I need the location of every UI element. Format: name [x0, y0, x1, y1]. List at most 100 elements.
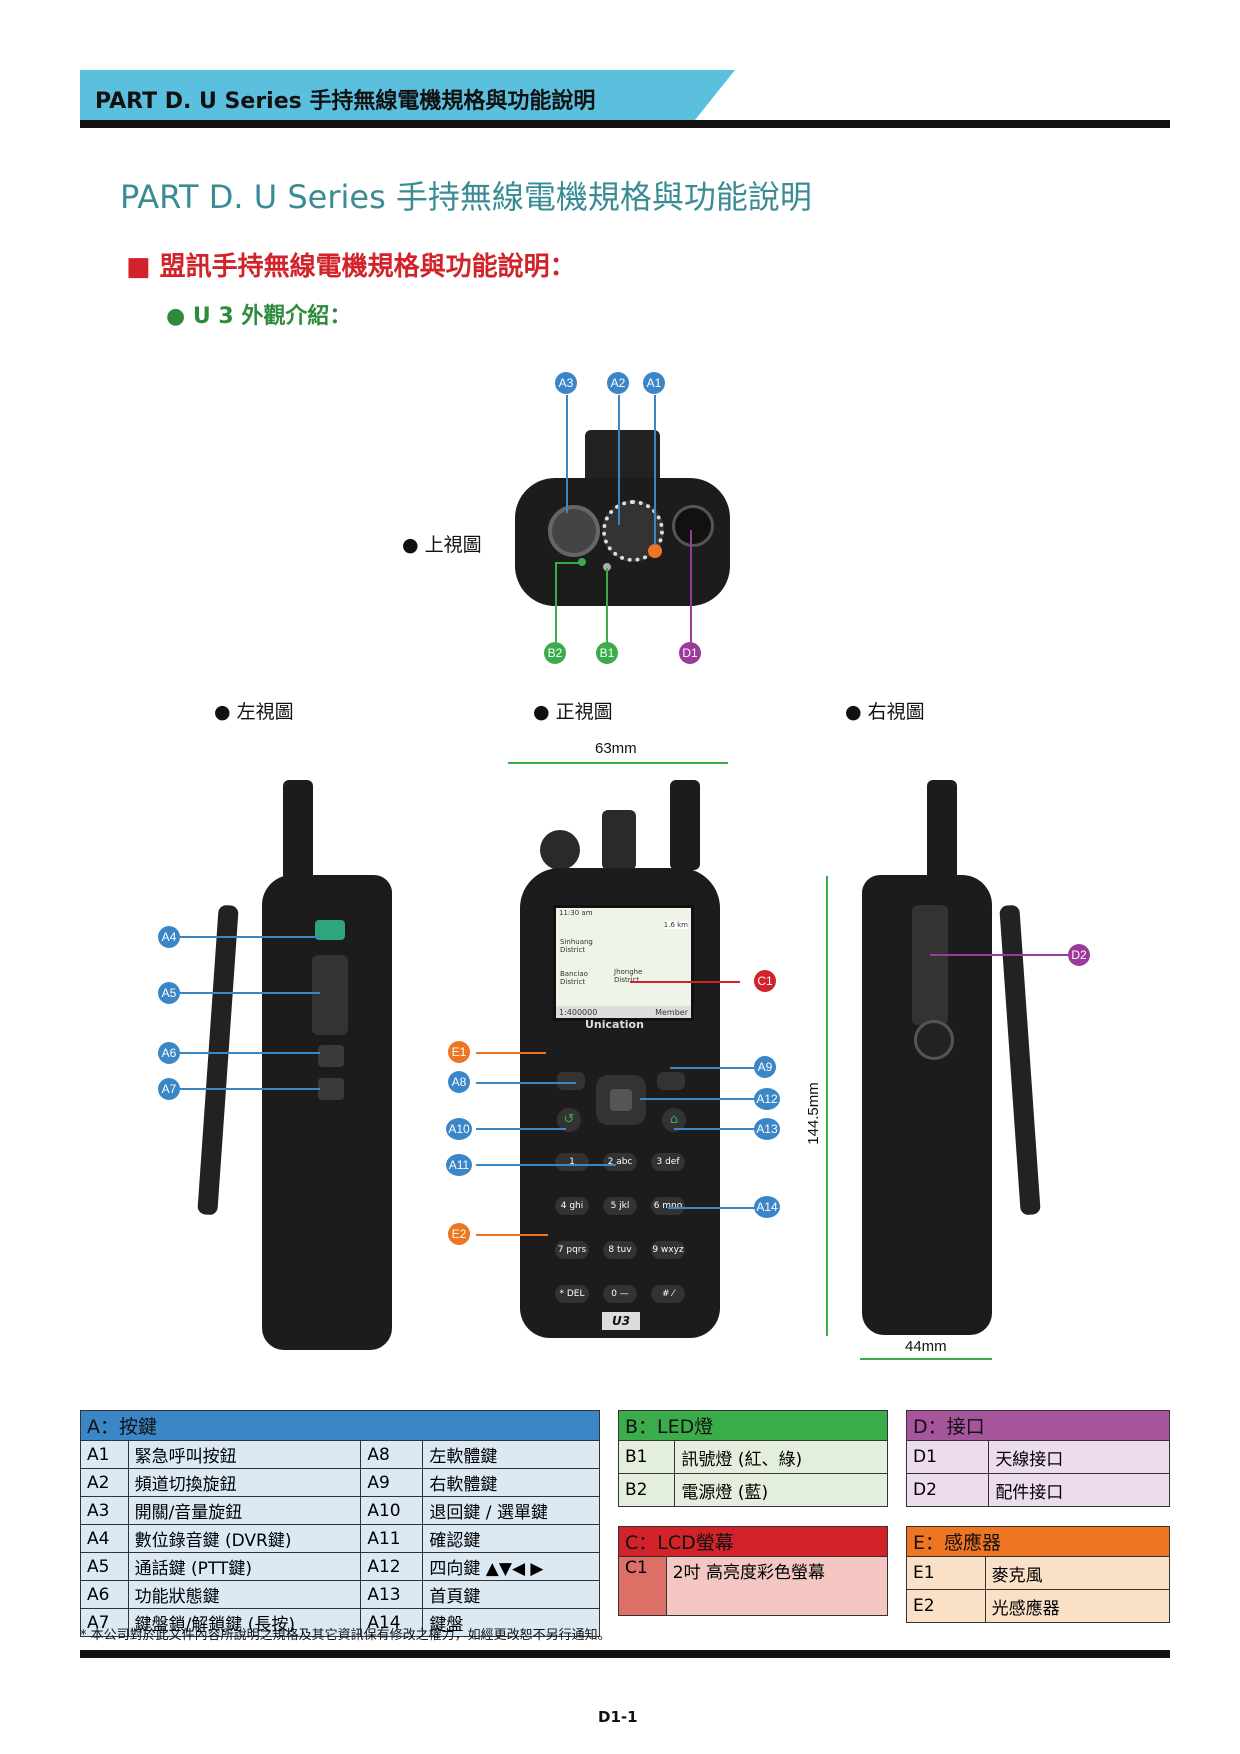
front-antenna	[670, 780, 700, 870]
screen-place1: Sinhuang District	[560, 938, 593, 954]
table-a-title: A：按鍵	[80, 1410, 600, 1441]
left-view-antenna	[283, 780, 313, 890]
device-brand: Unication	[585, 1018, 644, 1031]
dim-height-line	[826, 876, 828, 1336]
left-soft-key	[557, 1072, 585, 1090]
leader-e2	[476, 1234, 548, 1236]
leader-d2	[930, 954, 1070, 956]
leader-d1	[690, 530, 692, 642]
led-b1	[603, 563, 611, 571]
dim-width-label: 63mm	[595, 740, 637, 757]
callout-c1: C1	[754, 970, 776, 992]
page-number: D1-1	[598, 1708, 638, 1726]
key-7: 7 pqrs	[555, 1241, 589, 1259]
cell: A12	[360, 1552, 424, 1581]
cell: 開關/音量旋鈕	[127, 1496, 362, 1525]
leader-b1	[606, 568, 608, 643]
callout-d2: D2	[1068, 944, 1090, 966]
cell: B1	[617, 1440, 676, 1474]
leader-a4	[180, 936, 320, 938]
leader-c1	[630, 981, 740, 983]
left-view-device	[262, 875, 392, 1350]
cell: A6	[80, 1580, 129, 1609]
leader-a5	[180, 992, 320, 994]
leader-a3	[566, 395, 568, 513]
key-star: * DEL	[555, 1285, 589, 1303]
cell: 訊號燈 (紅、綠)	[674, 1440, 888, 1474]
cell: 確認鍵	[422, 1524, 600, 1553]
cell: C1	[618, 1556, 667, 1616]
key-0: 0 —	[603, 1285, 637, 1303]
callout-a4: A4	[158, 926, 180, 948]
key-2: 2 abc	[603, 1153, 637, 1171]
cell: 頻道切換旋鈕	[127, 1468, 362, 1497]
cell: 電源燈 (藍)	[674, 1473, 888, 1507]
right-view-label: ● 右視圖	[845, 701, 925, 723]
key-8: 8 tuv	[603, 1241, 637, 1259]
function-button	[318, 1045, 344, 1067]
cell: D1	[905, 1440, 990, 1474]
model-badge: U3	[602, 1312, 640, 1330]
cell: A10	[360, 1496, 424, 1525]
cell: 通話鍵 (PTT鍵)	[127, 1552, 362, 1581]
front-channel-knob	[602, 810, 636, 870]
cell: A7	[80, 1608, 129, 1637]
screen-place2: Banciao District	[560, 970, 588, 986]
callout-b1: B1	[596, 642, 618, 664]
callout-a2: A2	[607, 372, 629, 394]
callout-a8: A8	[448, 1071, 470, 1093]
leader-a10	[476, 1128, 566, 1130]
leader-a9	[670, 1067, 760, 1069]
left-view-label: ● 左視圖	[214, 701, 294, 723]
cell: 右軟體鍵	[422, 1468, 600, 1497]
leader-a8	[476, 1082, 576, 1084]
dim-depth-label: 44mm	[905, 1338, 947, 1355]
cell: B2	[617, 1473, 676, 1507]
leader-a12	[640, 1098, 760, 1100]
front-volume-knob	[540, 830, 580, 870]
footnote: * 本公司對於此文件內容所說明之規格及其它資訊保有修改之權力，如經更改恕不另行通…	[80, 1628, 611, 1643]
cell: E2	[906, 1589, 986, 1623]
callout-a5: A5	[158, 982, 180, 1004]
dvr-button	[315, 920, 345, 940]
leader-a2	[618, 395, 620, 525]
dim-width-line	[508, 762, 728, 764]
cell: 配件接口	[988, 1473, 1170, 1507]
right-view-antenna	[927, 780, 957, 890]
cell: A3	[80, 1496, 129, 1525]
table-row: A5 通話鍵 (PTT鍵) A12 四向鍵 ▲▼◀ ▶	[80, 1552, 600, 1581]
right-soft-key	[657, 1072, 685, 1090]
cell: A13	[360, 1580, 424, 1609]
cell: D2	[905, 1473, 990, 1507]
cell: 天線接口	[988, 1440, 1170, 1474]
table-row: A1 緊急呼叫按鈕 A8 左軟體鍵	[80, 1440, 600, 1469]
key-4: 4 ghi	[555, 1197, 589, 1215]
table-row: A4 數位錄音鍵 (DVR鍵) A11 確認鍵	[80, 1524, 600, 1553]
callout-a14: A14	[754, 1196, 780, 1218]
cell: E1	[906, 1556, 986, 1590]
table-row: A6 功能狀態鍵 A13 首頁鍵	[80, 1580, 600, 1609]
cell: 首頁鍵	[422, 1580, 600, 1609]
leader-b2-v	[555, 562, 557, 642]
leader-a14	[668, 1207, 760, 1209]
leader-a13	[674, 1128, 760, 1130]
table-row: A3 開關/音量旋鈕 A10 退回鍵 / 選單鍵	[80, 1496, 600, 1525]
callout-a11: A11	[446, 1154, 472, 1176]
leader-a1	[654, 395, 656, 545]
cell: A4	[80, 1524, 129, 1553]
cell: A5	[80, 1552, 129, 1581]
emergency-button-top	[648, 544, 662, 558]
accessory-screw	[914, 1020, 954, 1060]
cell: 2吋 高亮度彩色螢幕	[665, 1556, 889, 1616]
key-5: 5 jkl	[603, 1197, 637, 1215]
cell: 光感應器	[984, 1589, 1171, 1623]
table-b-title: B：LED燈	[618, 1410, 888, 1441]
callout-e1: E1	[448, 1041, 470, 1063]
cell: 數位錄音鍵 (DVR鍵)	[127, 1524, 362, 1553]
cell: A8	[360, 1440, 424, 1469]
